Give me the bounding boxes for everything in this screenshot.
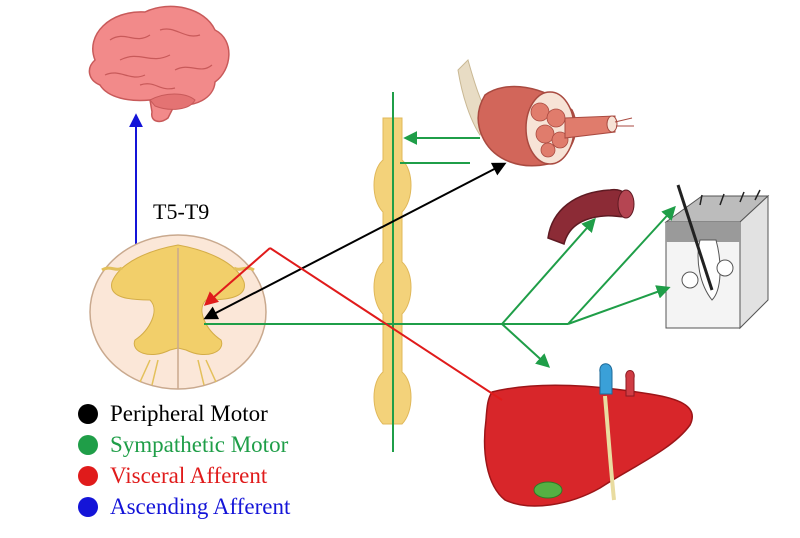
legend-item-ascending-afferent: Ascending Afferent	[78, 491, 290, 522]
legend-label: Visceral Afferent	[110, 463, 268, 488]
legend-label: Ascending Afferent	[110, 494, 291, 519]
legend-dot-icon	[78, 435, 98, 455]
legend-item-visceral-afferent: Visceral Afferent	[78, 460, 290, 491]
legend-dot-icon	[78, 497, 98, 517]
legend: Peripheral Motor Sympathetic Motor Visce…	[78, 398, 290, 522]
legend-dot-icon	[78, 404, 98, 424]
skin-hair-follicle-icon	[664, 184, 770, 330]
legend-item-peripheral-motor: Peripheral Motor	[78, 398, 290, 429]
visceral-afferent-path	[203, 247, 503, 401]
legend-item-sympathetic-motor: Sympathetic Motor	[78, 429, 290, 460]
spinal-level-label: T5-T9	[153, 199, 210, 224]
legend-label: Sympathetic Motor	[110, 432, 289, 457]
peripheral-motor-path	[203, 162, 507, 320]
brain-icon	[88, 5, 230, 123]
legend-dot-icon	[78, 466, 98, 486]
muscle-fiber-icon	[457, 59, 634, 167]
liver-icon	[483, 363, 693, 507]
blood-vessel-icon	[547, 188, 635, 245]
spinal-cord-cross-section-icon	[89, 234, 267, 390]
legend-label: Peripheral Motor	[110, 401, 268, 426]
